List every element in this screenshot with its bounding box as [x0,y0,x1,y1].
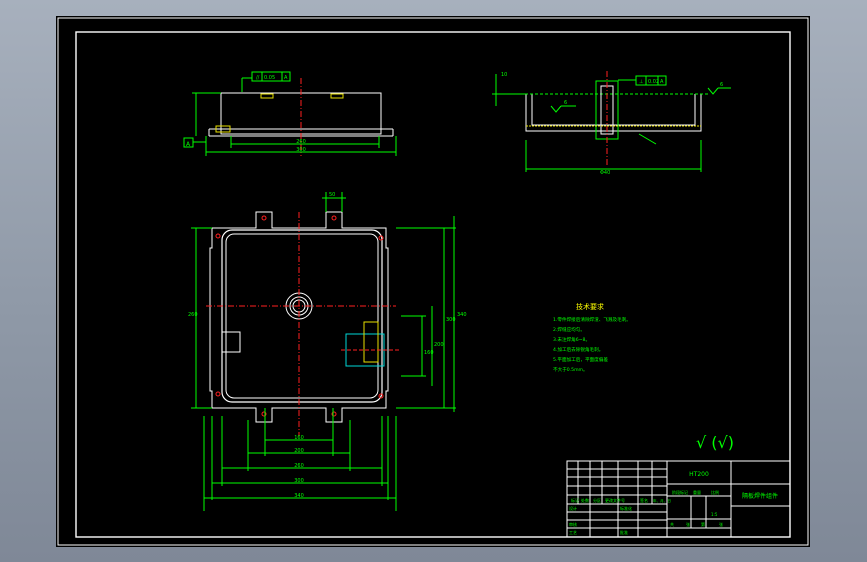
dim-bottom-200: 200 [294,448,304,454]
label-change-doc: 更改文件号 [605,497,625,503]
label-approve: 批准 [620,529,628,535]
label-standardize: 标准化 [620,505,632,511]
dim-section-10: 10 [501,72,507,78]
tech-req-item-6: 不大于0.5mm。 [553,366,588,373]
outer-border [57,17,809,546]
label-scale: 比例 [711,489,719,495]
dim-bottom-300: 300 [294,478,304,484]
dim-top-left-width: 260 [296,139,306,145]
dim-bottom-260: 260 [294,463,304,469]
dim-right-300: 300 [446,317,456,323]
dim-top-50: 50 [329,192,335,198]
label-weight: 重量 [693,489,701,495]
label-signature: 签名 [640,497,648,503]
weld-note-left: 6 [564,100,567,106]
label-sheet-total: 共 [670,521,674,527]
tech-req-item-3: 3.未注焊角6~8。 [553,336,590,343]
label-mark: 标记 [571,497,579,503]
tol-right-value: 0.02 [648,79,659,85]
title-part-name: 隔板焊件组件 [742,492,778,500]
inner-border [75,31,791,538]
label-zone: 分区 [593,497,601,503]
dim-pipe: Φ40 [600,170,610,176]
section-view: Φ40 10 ⊥ 0.02 A 6 6 [492,71,731,176]
plan-view: 160 200 260 300 340 340 300 200 160 260 … [188,192,467,511]
label-review: 审核 [569,521,577,527]
tech-req-item-5: 5.平面加工后，平面度偏差 [553,356,608,363]
dim-bottom-340: 340 [294,493,304,499]
dim-top-left-total: 300 [296,147,306,153]
technical-requirements: 技术要求 1.零件焊接后清除焊渣、飞溅及毛刺。 2.焊缝应均匀。 3.未注焊角6… [553,302,631,373]
dim-right-340: 340 [457,312,467,318]
dim-left-260: 260 [188,312,198,318]
label-sheet-unit: 张 [719,521,723,527]
tol-right-symbol: ⊥ [639,79,643,85]
drawing-sheet: 260 300 // 0.05 A A [56,16,810,547]
title-scale-value: 1:5 [711,512,718,517]
label-sheet-no: 第 [701,521,705,527]
dim-right-160: 160 [424,350,434,356]
label-date: 年、月、日 [653,498,671,503]
cad-drawing: 260 300 // 0.05 A A [57,17,809,546]
label-sheet-of: 张 [686,521,690,527]
tech-req-item-4: 4.加工后去除锐角毛刺。 [553,346,603,353]
label-process: 工艺 [569,530,577,535]
tol-left-symbol: // [256,75,260,81]
label-stage-mark: 阶段标记 [672,489,688,495]
roughness-symbol: √ (√) [696,433,734,452]
label-designer: 设计 [569,505,577,511]
tech-req-item-1: 1.零件焊接后清除焊渣、飞溅及毛刺。 [553,316,631,323]
dim-right-200: 200 [434,342,444,348]
tol-right-datum: A [660,79,664,85]
tol-left-value: 0.05 [264,75,275,81]
tol-left-datum: A [284,75,288,81]
title-block: HT200 隔板焊件组件 标记 处数 分区 更改文件号 签名 年、月、日 设计 … [566,460,791,538]
front-view: 260 300 // 0.05 A A [183,71,397,156]
label-count: 处数 [581,497,589,503]
dim-bottom-160: 160 [294,435,304,441]
title-material: HT200 [689,471,709,478]
weld-note-right: 6 [720,82,723,88]
datum-label-left: A [186,141,191,148]
tech-req-item-2: 2.焊缝应均匀。 [553,326,585,333]
tech-req-title: 技术要求 [576,302,604,311]
